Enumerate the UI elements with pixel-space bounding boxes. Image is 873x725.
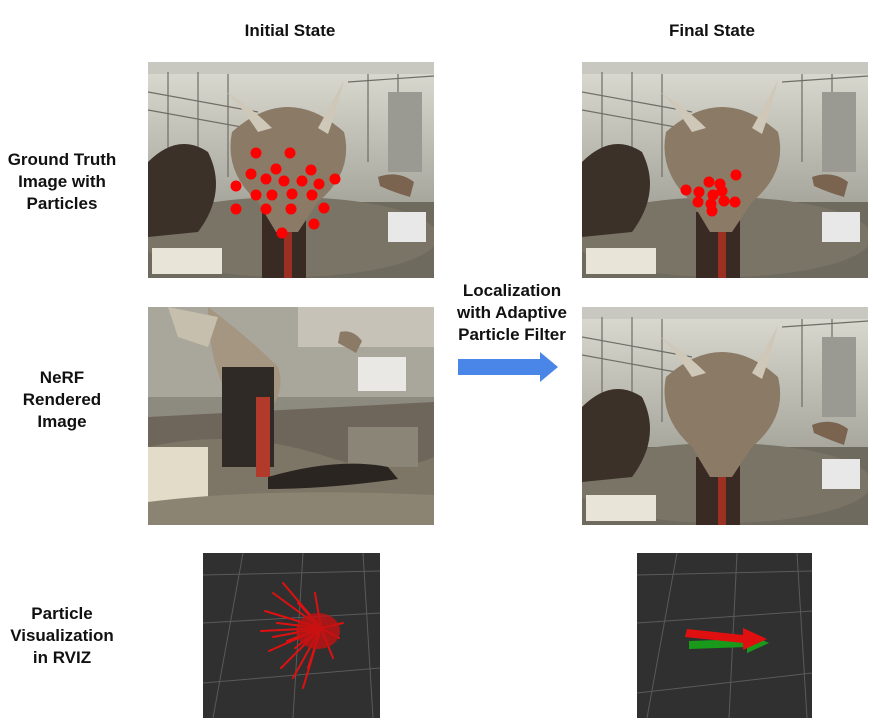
arrow-label-line: with Adaptive [457, 303, 567, 322]
row-label-line: Particles [26, 194, 98, 213]
initial-rviz-visualization [203, 553, 380, 718]
row-label-particles: Particle Visualization in RVIZ [0, 603, 124, 669]
arrow-label: Localization with Adaptive Particle Filt… [442, 280, 582, 346]
final-rviz-visualization [637, 553, 812, 718]
row-label-line: Rendered [22, 390, 102, 409]
row-label-line: Image [37, 412, 87, 431]
arrow-label-line: Localization [462, 281, 562, 300]
column-title-initial: Initial State [244, 21, 336, 40]
final-ground-truth-image [582, 62, 868, 278]
row-label-line: Image with [18, 172, 106, 191]
initial-nerf-rendered-image [148, 307, 434, 525]
initial-ground-truth-image [148, 62, 434, 278]
row-label-line: in RVIZ [32, 648, 92, 667]
row-label-line: Visualization [10, 626, 114, 645]
row-label-line: NeRF [39, 368, 85, 387]
column-title-final: Final State [669, 21, 755, 40]
row-label-line: Ground Truth [7, 150, 117, 169]
final-nerf-rendered-image [582, 307, 868, 525]
row-label-ground-truth: Ground Truth Image with Particles [0, 149, 124, 215]
row-label-nerf: NeRF Rendered Image [0, 367, 124, 433]
right-arrow-icon [458, 352, 558, 382]
arrow-label-line: Particle Filter [458, 325, 566, 344]
row-label-line: Particle [31, 604, 93, 623]
